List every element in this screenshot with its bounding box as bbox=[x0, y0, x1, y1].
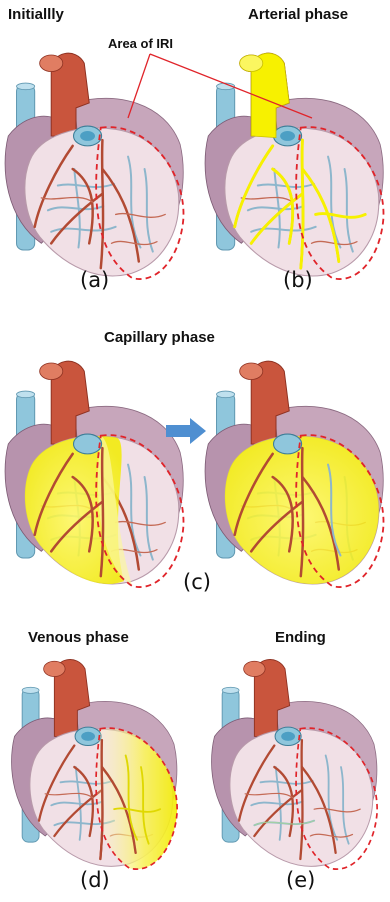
heart-venous-phase bbox=[0, 652, 190, 882]
caption-a: (a) bbox=[80, 268, 109, 292]
title-venous-phase: Venous phase bbox=[28, 629, 129, 646]
caption-c: (c) bbox=[183, 570, 211, 594]
title-arterial-phase: Arterial phase bbox=[248, 6, 348, 23]
heart-initially bbox=[0, 44, 190, 294]
title-capillary-phase: Capillary phase bbox=[104, 329, 215, 346]
heart-capillary-phase-1 bbox=[0, 352, 190, 602]
heart-capillary-phase-2 bbox=[200, 352, 390, 602]
caption-e: (e) bbox=[286, 868, 315, 892]
caption-b: (b) bbox=[283, 268, 313, 292]
heart-ending bbox=[200, 652, 390, 882]
heart-arterial-phase bbox=[200, 44, 390, 294]
caption-d: (d) bbox=[80, 868, 110, 892]
title-initially: Initiallly bbox=[8, 6, 64, 23]
title-ending: Ending bbox=[275, 629, 326, 646]
